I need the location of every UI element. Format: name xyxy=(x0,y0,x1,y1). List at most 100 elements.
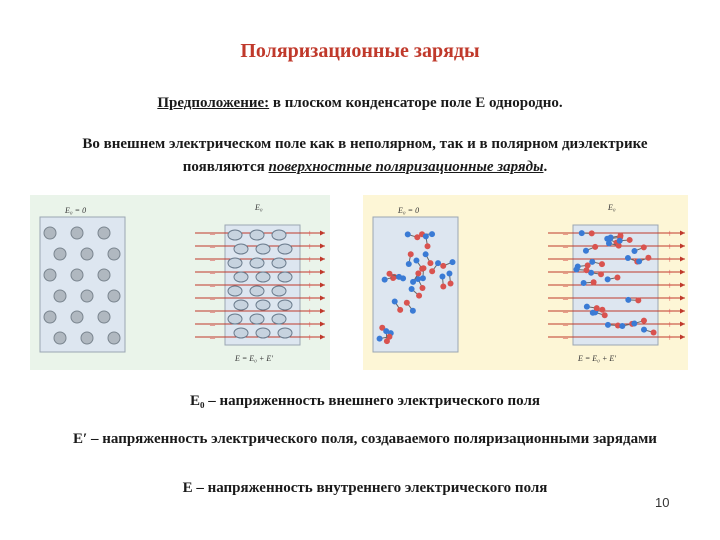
paragraph-end: . xyxy=(543,159,548,175)
polarized-molecule xyxy=(271,229,287,241)
dipole-negative xyxy=(383,328,390,335)
field-arrow xyxy=(320,256,325,262)
negative-charge-sign: – xyxy=(209,229,216,240)
dipole-positive xyxy=(598,271,605,278)
dipole-negative xyxy=(619,322,626,329)
dipole-positive xyxy=(592,243,599,250)
molecule xyxy=(97,268,111,282)
dipole-positive xyxy=(415,270,422,277)
dipole-positive xyxy=(419,284,426,291)
molecule xyxy=(43,268,57,282)
polarized-molecule xyxy=(255,271,271,283)
positive-charge-sign: + xyxy=(307,333,313,344)
dipole-negative xyxy=(422,233,429,240)
molecule xyxy=(53,289,67,303)
negative-charge-sign: – xyxy=(562,333,569,344)
polarized-molecule xyxy=(249,313,265,325)
dipole-negative xyxy=(391,298,398,305)
field-arrow xyxy=(320,308,325,314)
dipole-positive xyxy=(386,333,393,340)
negative-charge-sign: – xyxy=(209,320,216,331)
positive-charge-sign: + xyxy=(307,307,313,318)
dipole-positive xyxy=(640,317,647,324)
field-arrow xyxy=(680,269,685,275)
dipole-negative xyxy=(604,321,611,328)
dipole-positive xyxy=(598,261,605,268)
polarized-molecule xyxy=(227,313,243,325)
label-sum-right: E = E₀ + E′ xyxy=(577,354,616,363)
positive-charge-sign: + xyxy=(307,255,313,266)
polarized-molecule xyxy=(277,299,293,311)
dipole-positive xyxy=(440,262,447,269)
negative-charge-sign: – xyxy=(209,255,216,266)
dipole-negative xyxy=(413,257,420,264)
positive-charge-sign: + xyxy=(667,320,673,331)
dipole-positive xyxy=(416,292,423,299)
dipole-negative xyxy=(636,258,643,265)
dipole-negative xyxy=(439,273,446,280)
dipole-negative xyxy=(376,335,383,342)
molecule xyxy=(107,247,121,261)
dipole-positive xyxy=(447,280,454,287)
field-arrow xyxy=(680,321,685,327)
molecule xyxy=(80,331,94,345)
positive-charge-sign: + xyxy=(667,281,673,292)
molecule xyxy=(70,226,84,240)
dipole-positive xyxy=(599,306,606,313)
nonpolar-dielectric-figure: E₀ = 0 –+–+–+–+–+–+–+–+–+ E₀ E = E₀ + E′ xyxy=(30,195,330,370)
positive-charge-sign: + xyxy=(667,307,673,318)
positive-charge-sign: + xyxy=(307,320,313,331)
field-lines-left: –+–+–+–+–+–+–+–+–+ xyxy=(195,229,325,344)
label-field-off-left: E₀ = 0 xyxy=(64,206,86,215)
polar-dielectric-figure: E₀ = 0 –+–+–+–+–+–+–+–+–+ E₀ E = E₀ + E′ xyxy=(363,195,688,370)
dipole-negative xyxy=(419,275,426,282)
negative-charge-sign: – xyxy=(562,268,569,279)
polarized-molecule xyxy=(277,271,293,283)
dipole-positive xyxy=(615,242,622,249)
polarized-molecule xyxy=(255,299,271,311)
dipole-negative xyxy=(435,260,442,267)
dipole-negative xyxy=(589,258,596,265)
assumption-label: Предположение: xyxy=(157,95,270,111)
dipole-positive xyxy=(427,260,434,267)
field-arrow xyxy=(680,295,685,301)
molecule xyxy=(53,247,67,261)
positive-charge-sign: + xyxy=(667,255,673,266)
dipole-positive xyxy=(650,329,657,336)
dipole-positive xyxy=(626,236,633,243)
positive-charge-sign: + xyxy=(667,242,673,253)
negative-charge-sign: – xyxy=(562,294,569,305)
dipole-positive xyxy=(614,322,621,329)
molecule xyxy=(80,289,94,303)
dipole-negative xyxy=(624,255,631,262)
dipole-negative xyxy=(588,269,595,276)
field-arrow xyxy=(320,269,325,275)
intro-paragraph: Во внешнем электрическом поле как в непо… xyxy=(60,133,670,179)
positive-charge-sign: + xyxy=(307,229,313,240)
field-arrow xyxy=(680,256,685,262)
polarized-molecule xyxy=(277,243,293,255)
dipole-positive xyxy=(584,262,591,269)
negative-charge-sign: – xyxy=(209,281,216,292)
polarized-molecule xyxy=(277,327,293,339)
definition-e-prime: E′ – напряженность электрического поля, … xyxy=(73,431,657,447)
polarized-molecules-left xyxy=(227,229,293,339)
polarized-molecule xyxy=(227,229,243,241)
field-arrow xyxy=(680,308,685,314)
dipole-negative xyxy=(405,261,412,268)
dipole-negative xyxy=(631,320,638,327)
negative-charge-sign: – xyxy=(562,242,569,253)
dipole-negative xyxy=(404,231,411,238)
dipole-negative xyxy=(616,237,623,244)
field-arrow xyxy=(320,282,325,288)
page-title: Поляризационные заряды xyxy=(240,40,480,62)
definition-e0: E₀ – напряженность внешнего электрическо… xyxy=(190,393,540,409)
dipole-positive xyxy=(414,234,421,241)
negative-charge-sign: – xyxy=(209,268,216,279)
label-field-off-right: E₀ = 0 xyxy=(397,206,419,215)
dipole-negative xyxy=(446,270,453,277)
polarized-molecule xyxy=(227,257,243,269)
polarized-molecule xyxy=(271,313,287,325)
dipole-positive xyxy=(593,305,600,312)
dipole-negative xyxy=(631,248,638,255)
